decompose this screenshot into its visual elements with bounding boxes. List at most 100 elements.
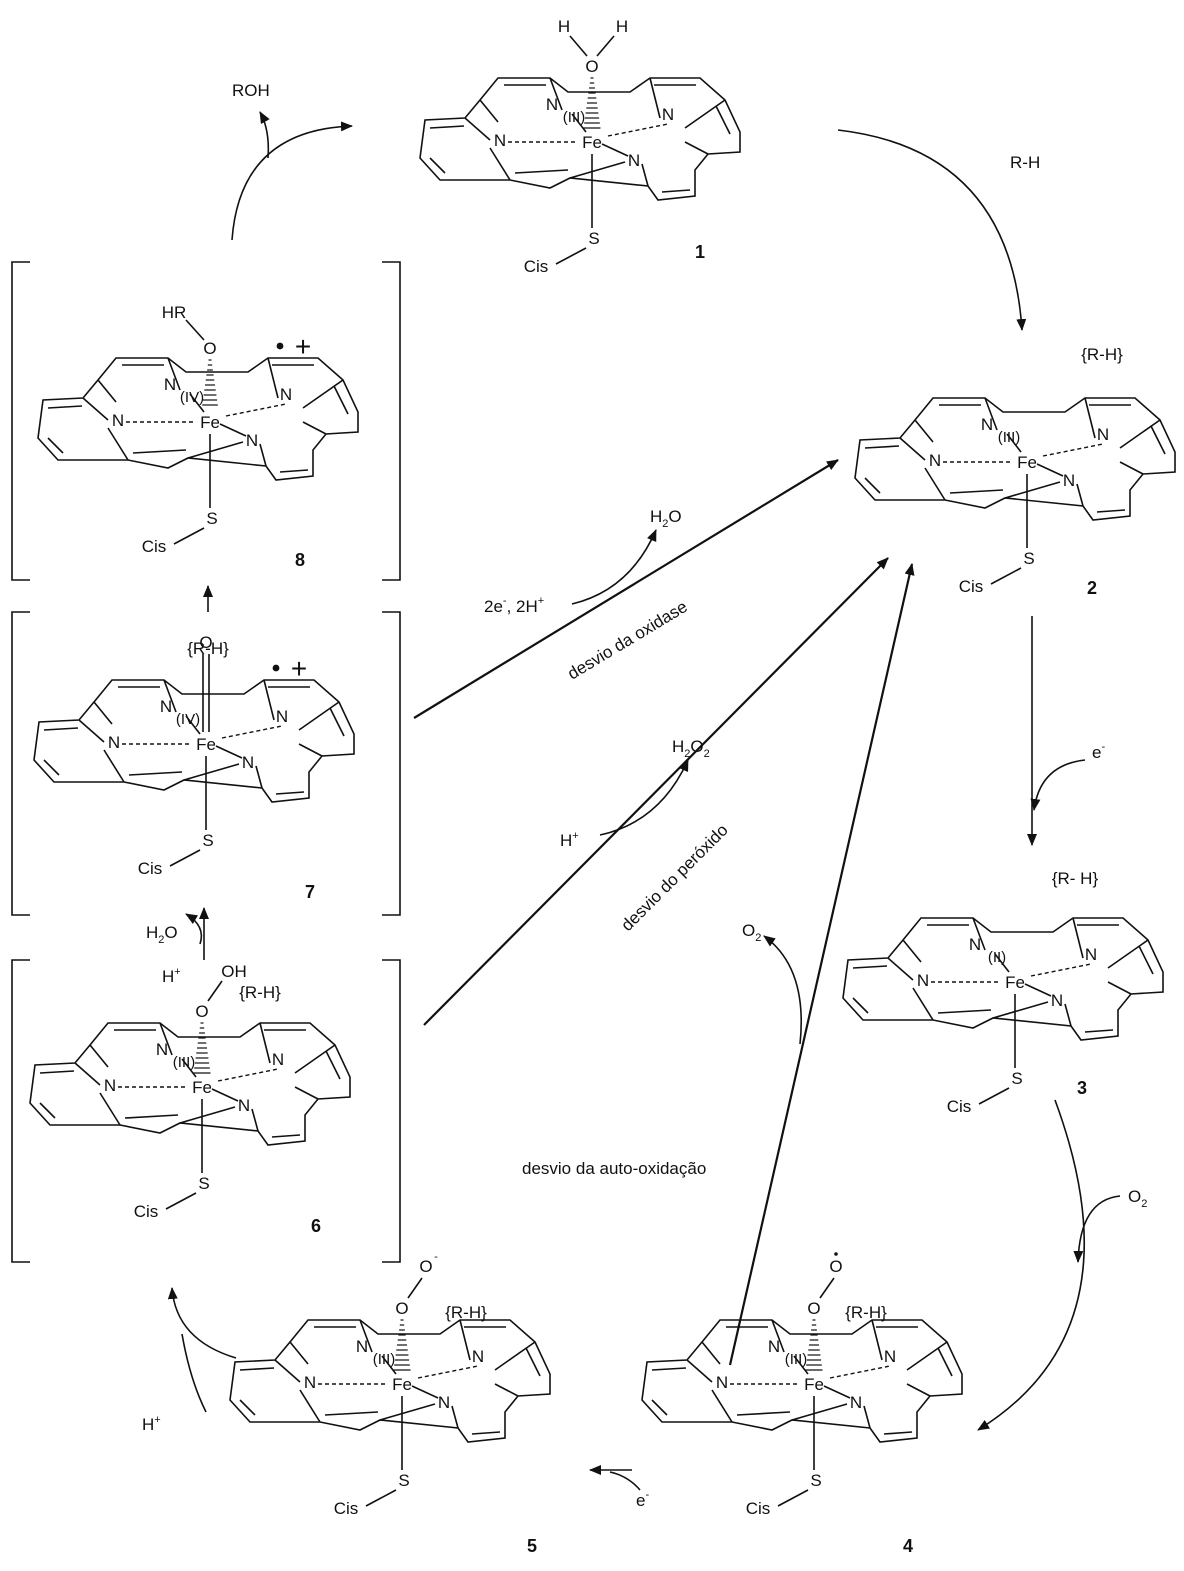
reagent-roh: ROH (232, 81, 270, 100)
shunt-label-peroxide: desvio do peróxido (617, 820, 731, 934)
nitrogen-atom-n3-8: N (112, 411, 124, 430)
radical-dot-7 (272, 664, 280, 672)
nitrogen-atom-n2-5: N (472, 1347, 484, 1366)
s-cys-bond-2 (990, 567, 1022, 585)
bracket-8-left (11, 261, 30, 581)
nitrogen-atom-n1-1: N (546, 95, 558, 114)
hydroperoxo-oh-6: OH (221, 962, 247, 981)
sulfur-atom-2: S (1023, 549, 1034, 568)
oxidation-state-3: (II) (988, 949, 1006, 966)
substrate-label-6: {R-H} (239, 983, 281, 1002)
structure-number-4: 4 (903, 1536, 913, 1556)
nitrogen-atom-n3-3: N (917, 971, 929, 990)
arrows-layer (167, 111, 1121, 1491)
nitrogen-atom-n3-7: N (108, 733, 120, 752)
porphyrin-ring-5 (229, 1319, 551, 1443)
structure-number-5: 5 (527, 1536, 537, 1556)
sulfur-atom-4: S (810, 1471, 821, 1490)
nitrogen-atom-n2-2: N (1097, 425, 1109, 444)
labels-layer: ROH R-H e- O2 e- H+ H2O H+ H2O 2e-, 2H+ … (142, 81, 1147, 1510)
iron-atom-4: Fe (804, 1375, 824, 1394)
nitrogen-atom-n1-8: N (164, 375, 176, 394)
brackets-layer (11, 261, 401, 1263)
reagent-hplus-6-7: H+ (162, 966, 181, 986)
peroxo-oxygen-5: O (419, 1257, 432, 1276)
nitrogen-atom-n2-7: N (276, 707, 288, 726)
arrow-oxidase-h2o (571, 529, 657, 605)
radical-cation-8: + (295, 331, 311, 362)
nitrogen-atom-n1-4: N (768, 1337, 780, 1356)
reagent-h2o2-peroxide: H2O2 (672, 737, 710, 760)
nitrogen-atom-n4-8: N (246, 431, 258, 450)
substrate-label-3: {R- H} (1052, 869, 1099, 888)
iron-atom-3: Fe (1005, 973, 1025, 992)
proximal-oxygen-6: O (195, 1002, 208, 1021)
nitrogen-atom-n3-5: N (304, 1373, 316, 1392)
nitrogen-atom-n1-7: N (160, 697, 172, 716)
alcohol-oxygen-8: O (203, 339, 216, 358)
iron-atom-1: Fe (582, 133, 602, 152)
structure-number-1: 1 (695, 242, 705, 262)
cysteine-label-8: Cis (142, 537, 167, 556)
oxidation-state-4: (III) (785, 1351, 808, 1368)
water-hydrogen-b: H (616, 17, 628, 36)
arrow-peroxide-shunt (423, 557, 889, 1026)
substrate-label-7: {R-H} (187, 639, 229, 658)
superoxo-oxygen-4: O (829, 1257, 842, 1276)
nitrogen-atom-n4-5: N (438, 1393, 450, 1412)
porphyrin-ring-3 (842, 917, 1164, 1041)
structure-number-2: 2 (1087, 578, 1097, 598)
reagent-h2o-oxidase: H2O (650, 507, 682, 530)
nitrogen-atom-n4-1: N (628, 151, 640, 170)
sulfur-atom-5: S (398, 1471, 409, 1490)
cysteine-label-4: Cis (746, 1499, 771, 1518)
substrate-label-2: {R-H} (1081, 345, 1123, 364)
water-oxygen-1: O (585, 57, 598, 76)
substrate-label-5: {R-H} (445, 1303, 487, 1322)
oxo-oxygen-7: O (199, 633, 212, 652)
sulfur-atom-1: S (588, 229, 599, 248)
nitrogen-atom-n2-4: N (884, 1347, 896, 1366)
nitrogen-atom-n2-6: N (272, 1050, 284, 1069)
iron-atom-5: Fe (392, 1375, 412, 1394)
porphyrin-ring-6 (29, 1022, 351, 1146)
nitrogen-atom-n1-5: N (356, 1337, 368, 1356)
nitrogen-atom-n4-6: N (238, 1096, 250, 1115)
reagent-h2o-6-7: H2O (146, 923, 178, 946)
s-cys-bond-6 (165, 1192, 197, 1210)
sulfur-atom-6: S (198, 1174, 209, 1193)
nitrogen-atom-n2-8: N (280, 385, 292, 404)
nitrogen-atom-n1-6: N (156, 1040, 168, 1059)
radical-dot-8 (276, 342, 284, 350)
arrow-autoxidation-shunt (728, 563, 915, 1366)
nitrogen-atom-n3-4: N (716, 1373, 728, 1392)
arrow-3-to-4 (977, 1099, 1086, 1431)
nitrogen-atom-n3-2: N (929, 451, 941, 470)
nitrogen-atom-n2-1: N (662, 105, 674, 124)
arrow-peroxide-h2o2 (599, 759, 689, 836)
arrow-autoxidation-o2 (763, 935, 803, 1045)
bracket-6-left (11, 959, 30, 1263)
arrow-h2o-release (185, 913, 203, 945)
iron-atom-6: Fe (192, 1078, 212, 1097)
structure-number-8: 8 (295, 550, 305, 570)
nitrogen-atom-n4-3: N (1051, 991, 1063, 1010)
bracket-8-right (382, 261, 401, 581)
nitrogen-atom-n4-2: N (1063, 471, 1075, 490)
bracket-6-right (382, 959, 401, 1263)
arrow-o2-in (1073, 1195, 1121, 1263)
arrow-5-to-6 (167, 1287, 237, 1359)
radical-cation-7: + (291, 653, 307, 684)
oxidation-state-7: (IV) (176, 711, 200, 728)
bracket-7-left (11, 611, 30, 916)
reagent-hplus-peroxide: H+ (560, 830, 579, 850)
alcohol-hr-8: HR (162, 303, 187, 322)
nitrogen-atom-n3-6: N (104, 1076, 116, 1095)
cysteine-label-6: Cis (134, 1202, 159, 1221)
cysteine-label-5: Cis (334, 1499, 359, 1518)
porphyrin-ring-4 (641, 1319, 963, 1443)
